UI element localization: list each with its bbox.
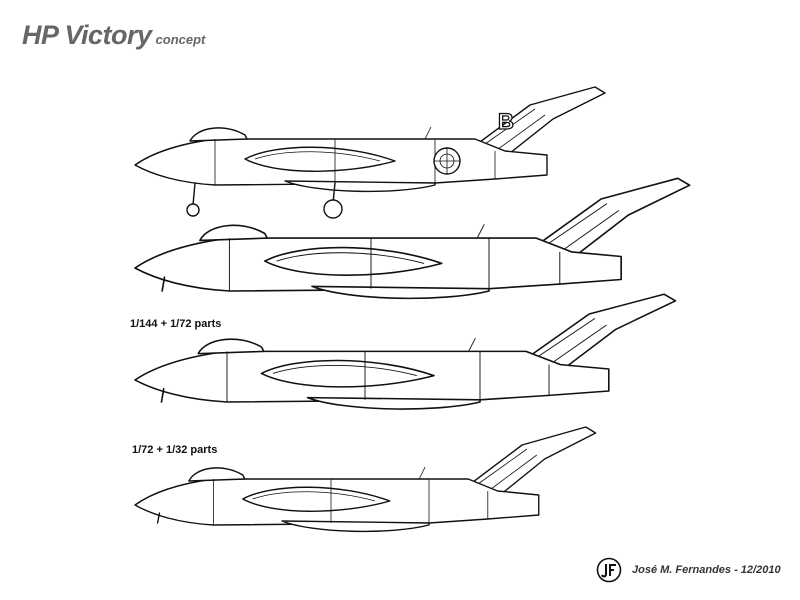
tail-code-marking: B [498,109,514,134]
aircraft-view-3 [134,293,677,410]
author-credit: José M. Fernandes - 12/2010 [596,557,781,583]
parts-label-view-3: 1/144 + 1/72 parts [130,318,222,330]
aircraft-view-1: B [134,86,606,219]
parts-label-view-4: 1/72 + 1/32 parts [132,444,218,456]
aircraft-view-4 [134,426,597,533]
aircraft-view-2 [134,177,691,300]
jf-monogram-icon [596,557,622,583]
title-main: HP Victory [22,20,152,50]
title-subtitle: concept [155,32,206,47]
credit-text: José M. Fernandes - 12/2010 [632,564,781,576]
